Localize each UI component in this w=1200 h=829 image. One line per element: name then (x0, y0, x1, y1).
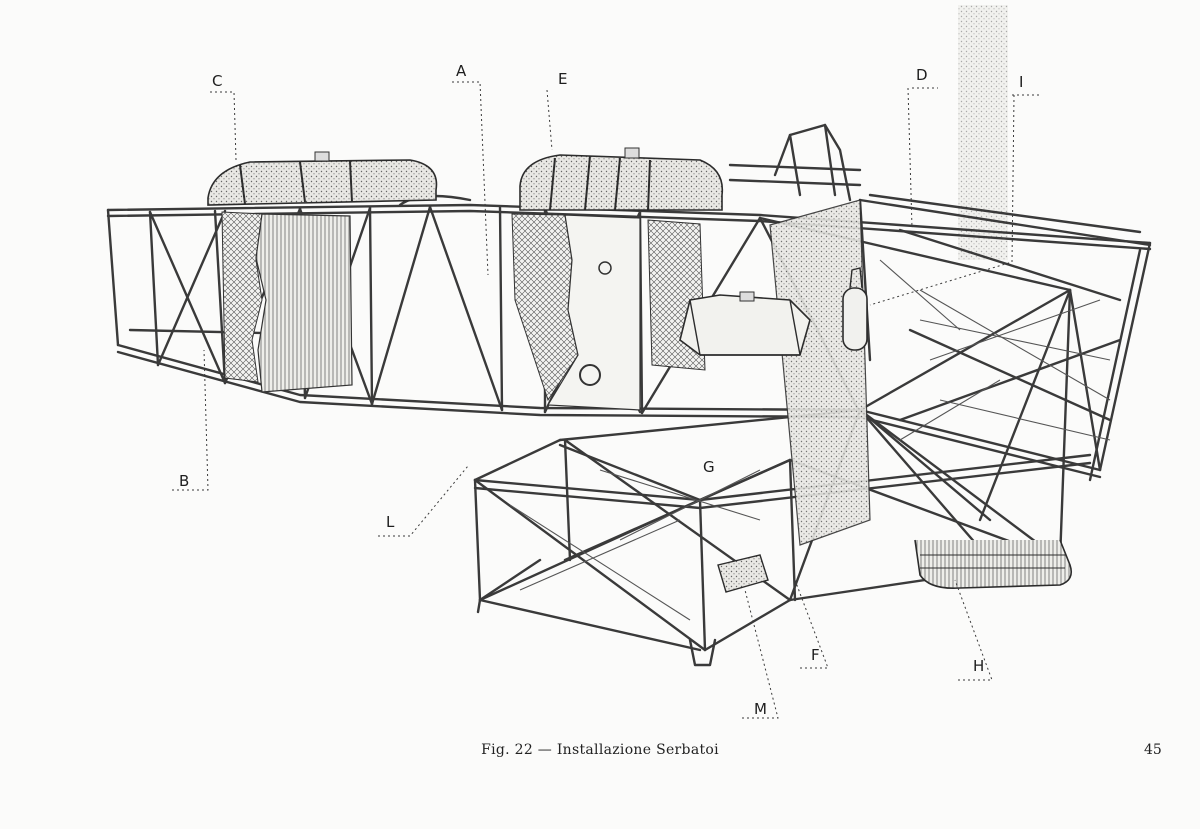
leader-lines (172, 81, 1042, 719)
side-tank-right (769, 199, 871, 546)
top-tank-E (519, 147, 724, 211)
label-L: L (386, 513, 395, 531)
figure-caption: Fig. 22 — Installazione Serbatoi (481, 742, 719, 758)
skid-H (914, 539, 1073, 590)
cylinder-I (842, 267, 868, 351)
inner-bracing (509, 259, 1111, 621)
label-I: I (1019, 73, 1024, 91)
label-F: F (811, 646, 820, 664)
label-B: B (179, 472, 190, 490)
page-number: 45 (1144, 742, 1162, 758)
label-E: E (558, 70, 568, 88)
label-G: G (703, 458, 715, 476)
central-tank (679, 291, 811, 356)
label-H: H (973, 657, 985, 675)
radiator-panel-left (255, 213, 353, 393)
mesh-panel-left (221, 211, 263, 383)
label-C: C (212, 72, 223, 90)
tank-body-center (546, 214, 641, 411)
label-A: A (456, 62, 467, 80)
label-D: D (916, 66, 928, 84)
tank-porthole (579, 364, 601, 386)
cylinder-M (717, 554, 769, 593)
label-M: M (754, 700, 767, 718)
tank-porthole (598, 261, 612, 275)
top-tank-C (207, 151, 438, 206)
